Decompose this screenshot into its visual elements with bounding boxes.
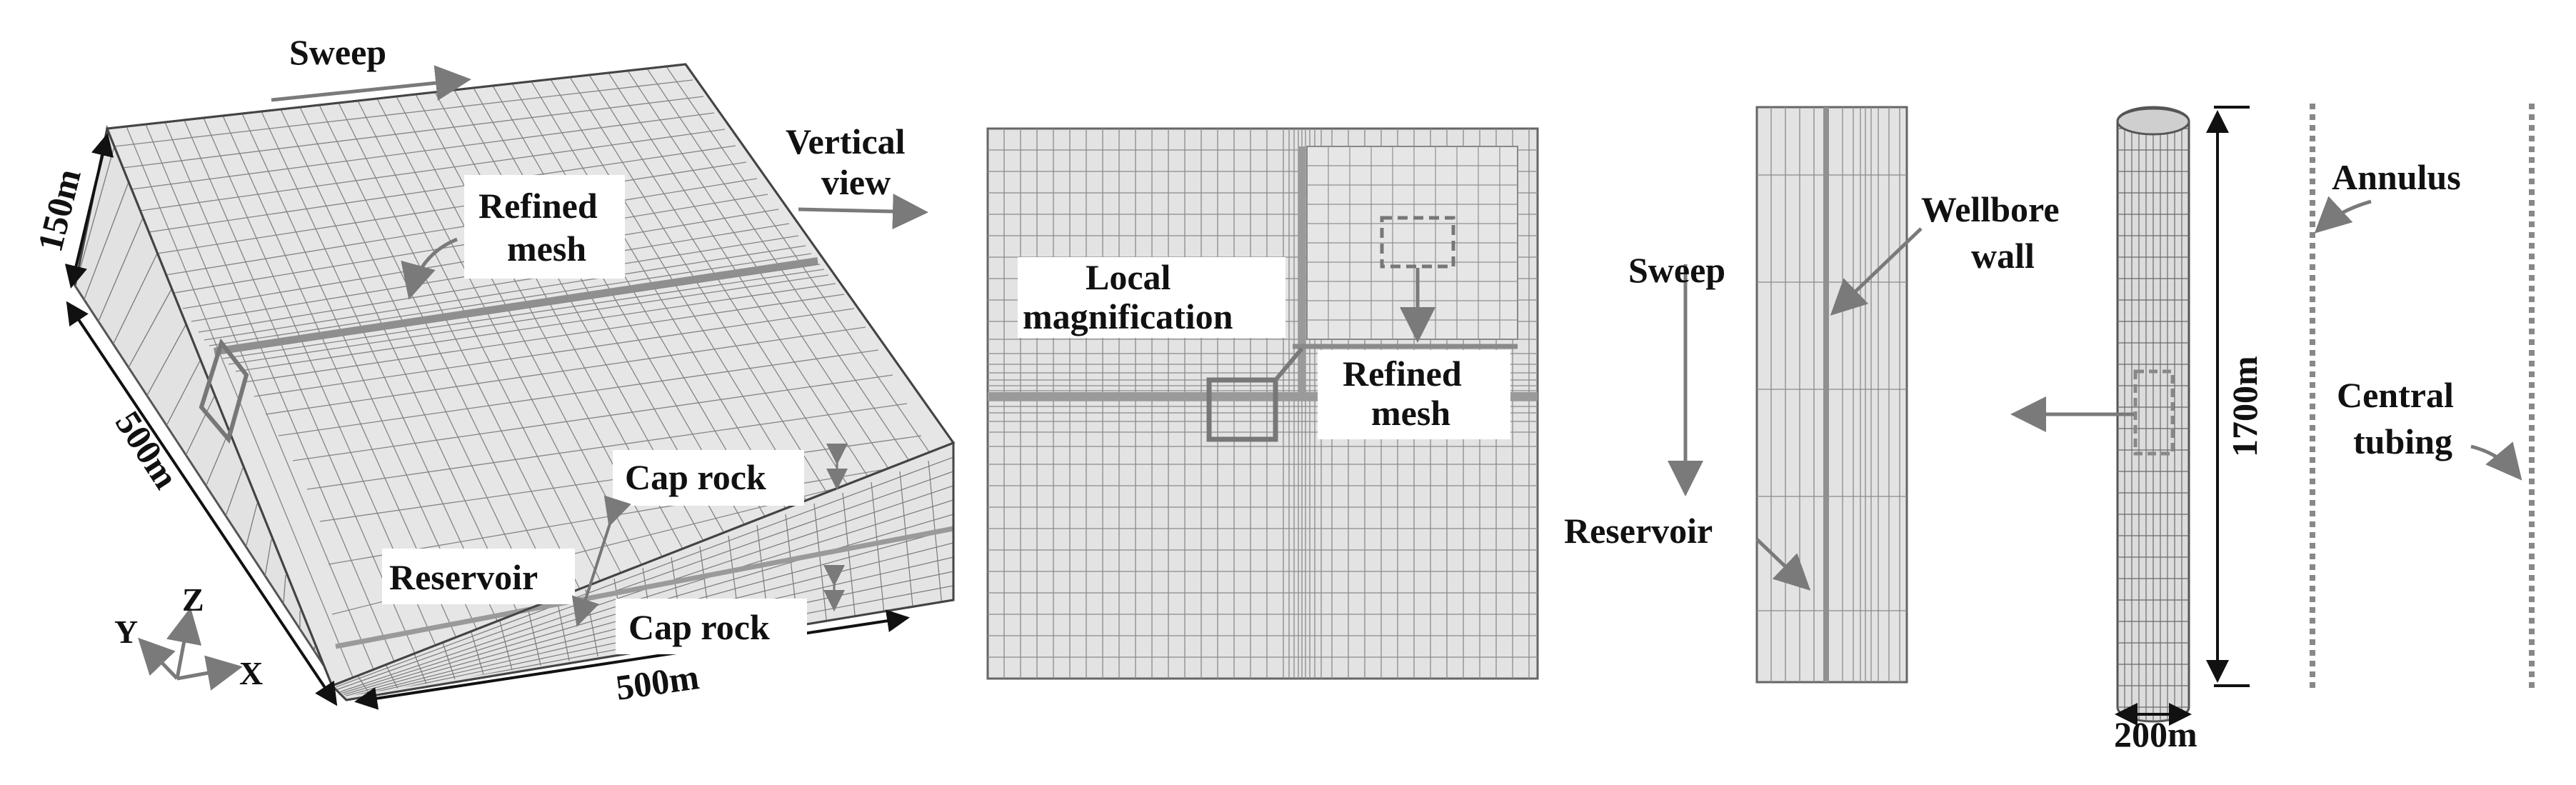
magnified-inset-grid (1307, 146, 1518, 339)
refined-mesh-1-box (464, 175, 625, 279)
cap-rock-top-box (613, 450, 804, 506)
wellbore-wall-line1: Wellbore (1921, 189, 2060, 229)
source-zoom-connector (1273, 347, 1304, 381)
wellbore-wall-line2: wall (1971, 236, 2035, 276)
reservoir-left-label: Reservoir (389, 557, 538, 597)
axis-y-arrow (138, 637, 179, 680)
dim-500-bottom-label: 500m (613, 656, 701, 708)
cap-rock-bottom-box (616, 599, 807, 654)
central-tubing-arrow (2470, 441, 2522, 481)
local-mag-box (1018, 257, 1286, 338)
refined-mesh-1-line2: mesh (507, 229, 586, 269)
wellbore-cylinder-panel: 1700m 200m (2010, 106, 2265, 754)
inset-zoom-box (1380, 216, 1455, 269)
sweep-arrow-top (271, 65, 471, 102)
axis-y-label: Y (114, 614, 138, 650)
vertical-view-line2: view (821, 162, 891, 202)
central-tubing-line2: tubing (2353, 421, 2452, 461)
wellbore-strip-panel: Sweep Reservoir Wellbore wall (1564, 106, 2060, 684)
refined-mesh-1-arrow (401, 237, 458, 300)
source-zoom-box (1206, 377, 1278, 442)
local-mag-line1: Local (1086, 257, 1171, 297)
cylinder-top (2116, 107, 2190, 136)
reservoir-right-arrow (1755, 538, 1811, 591)
sweep-right-label: Sweep (1628, 250, 1725, 290)
axis-z-arrow (166, 607, 202, 679)
cylinder-zoom-box (2133, 369, 2175, 456)
vertical-view-arrow (798, 194, 928, 230)
dim-200-label: 200m (2114, 714, 2197, 754)
dim-500-bottom-line (354, 609, 910, 710)
dim-150-line (64, 133, 114, 289)
refined-mesh-1-line1: Refined (478, 186, 598, 226)
reservoir-left-marker (571, 495, 631, 627)
axis-x-label: X (239, 655, 263, 691)
refined-mesh-2-box (1318, 350, 1510, 439)
local-mag-line2: magnification (1023, 296, 1233, 336)
refined-mesh-2-line1: Refined (1343, 354, 1462, 394)
annulus-tubing-panel: Annulus Central tubing (2310, 104, 2535, 689)
sweep-top-label: Sweep (289, 32, 386, 72)
annulus-label: Annulus (2332, 157, 2461, 197)
cap-rock-bottom-label: Cap rock (628, 607, 770, 647)
dim-1700-label: 1700m (2225, 356, 2265, 457)
axis-z-label: Z (182, 581, 204, 618)
wellbore-wall-arrow (1830, 227, 1923, 316)
reservoir-left-box (382, 549, 575, 604)
axis-x-arrow (176, 655, 243, 691)
vertical-view-panel: Local magnification Refined mesh (986, 127, 1539, 680)
central-tubing-line1: Central (2337, 375, 2454, 415)
dim-150-label: 150m (29, 165, 89, 256)
dim-500-side-line (66, 301, 338, 706)
refined-mesh-2-line2: mesh (1371, 393, 1450, 433)
reservoir-right-label: Reservoir (1564, 511, 1713, 551)
cap-rock-top-label: Cap rock (625, 457, 766, 497)
strip-frame (1755, 106, 1908, 684)
annulus-arrow (2314, 196, 2372, 234)
axis-triad: X Z Y (114, 581, 263, 691)
vertical-view-line1: Vertical (786, 121, 906, 161)
